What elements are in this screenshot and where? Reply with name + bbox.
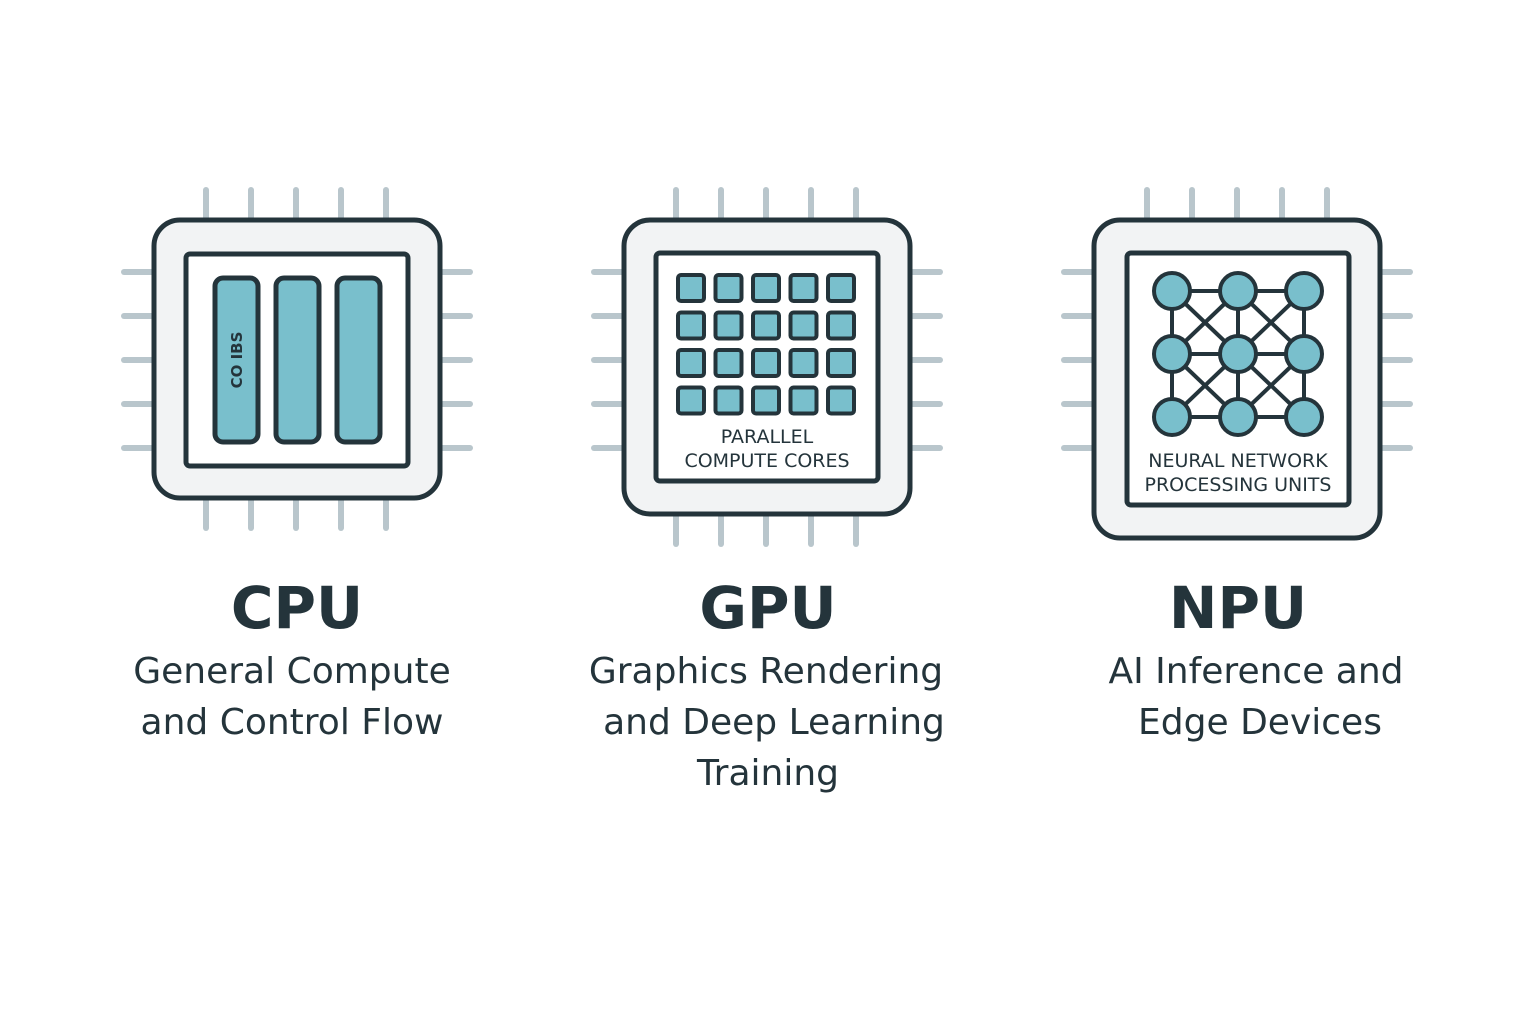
- gpu-core-cell: [713, 273, 744, 303]
- cpu-chip: CO IBS: [121, 187, 473, 531]
- network-node: [1218, 271, 1258, 311]
- network-node: [1218, 334, 1258, 374]
- gpu-core-cell: [826, 310, 856, 341]
- gpu-core-cell: [751, 273, 781, 303]
- cpu-cores-icon: [212, 275, 383, 445]
- npu-chip: NEURAL NETWORK PROCESSING UNITS: [1061, 187, 1413, 541]
- gpu-core-cell: [713, 310, 744, 341]
- gpu-core-cell: [713, 348, 744, 378]
- gpu-core-cell: [751, 385, 781, 416]
- gpu-inner-text-line-1: PARALLEL: [721, 426, 814, 448]
- gpu-description-line-1: Graphics Rendering: [589, 651, 943, 692]
- network-node: [1284, 397, 1324, 437]
- cpu-core: [334, 275, 383, 445]
- gpu-core-cell: [788, 385, 819, 416]
- gpu-pins: [591, 187, 943, 547]
- gpu-core-cell: [676, 348, 706, 378]
- network-node: [1284, 271, 1324, 311]
- gpu-label: GPU: [699, 574, 836, 642]
- npu-label: NPU: [1169, 574, 1307, 642]
- gpu-core-cell: [788, 348, 819, 378]
- gpu-core-cell: [676, 385, 706, 416]
- network-node: [1218, 397, 1258, 437]
- npu-description-line-1: AI Inference and: [1108, 651, 1403, 692]
- network-node: [1284, 334, 1324, 374]
- npu-inner-text-line-1: NEURAL NETWORK: [1148, 450, 1328, 472]
- cpu-description-line-2: and Control Flow: [141, 702, 444, 743]
- cpu-core-text: CO IBS: [228, 332, 246, 389]
- npu-pins: [1061, 187, 1413, 451]
- neural-network-icon: [1152, 271, 1324, 437]
- gpu-core-cell: [676, 310, 706, 341]
- gpu-core-cell: [826, 348, 856, 378]
- gpu-core-cell: [788, 273, 819, 303]
- gpu-chip: PARALLEL COMPUTE CORES: [591, 187, 943, 547]
- gpu-core-cell: [826, 385, 856, 416]
- gpu-description-line-3: Training: [696, 753, 839, 794]
- network-node: [1152, 334, 1192, 374]
- gpu-inner-text-line-2: COMPUTE CORES: [684, 450, 849, 472]
- npu-description-line-2: Edge Devices: [1138, 702, 1382, 743]
- cpu-pins: [121, 187, 473, 531]
- gpu-core-cell: [751, 348, 781, 378]
- gpu-core-cell: [826, 273, 856, 303]
- gpu-core-grid-icon: [676, 273, 856, 416]
- gpu-core-cell: [713, 385, 744, 416]
- gpu-core-cell: [788, 310, 819, 341]
- cpu-core: [273, 275, 322, 445]
- network-node: [1152, 397, 1192, 437]
- network-node: [1152, 271, 1192, 311]
- npu-inner-text-line-2: PROCESSING UNITS: [1145, 474, 1332, 496]
- gpu-core-cell: [676, 273, 706, 303]
- cpu-core: [212, 275, 261, 445]
- gpu-core-cell: [751, 310, 781, 341]
- cpu-label: CPU: [231, 574, 363, 642]
- gpu-description-line-2: and Deep Learning: [603, 702, 945, 743]
- cpu-description-line-1: General Compute: [133, 651, 450, 692]
